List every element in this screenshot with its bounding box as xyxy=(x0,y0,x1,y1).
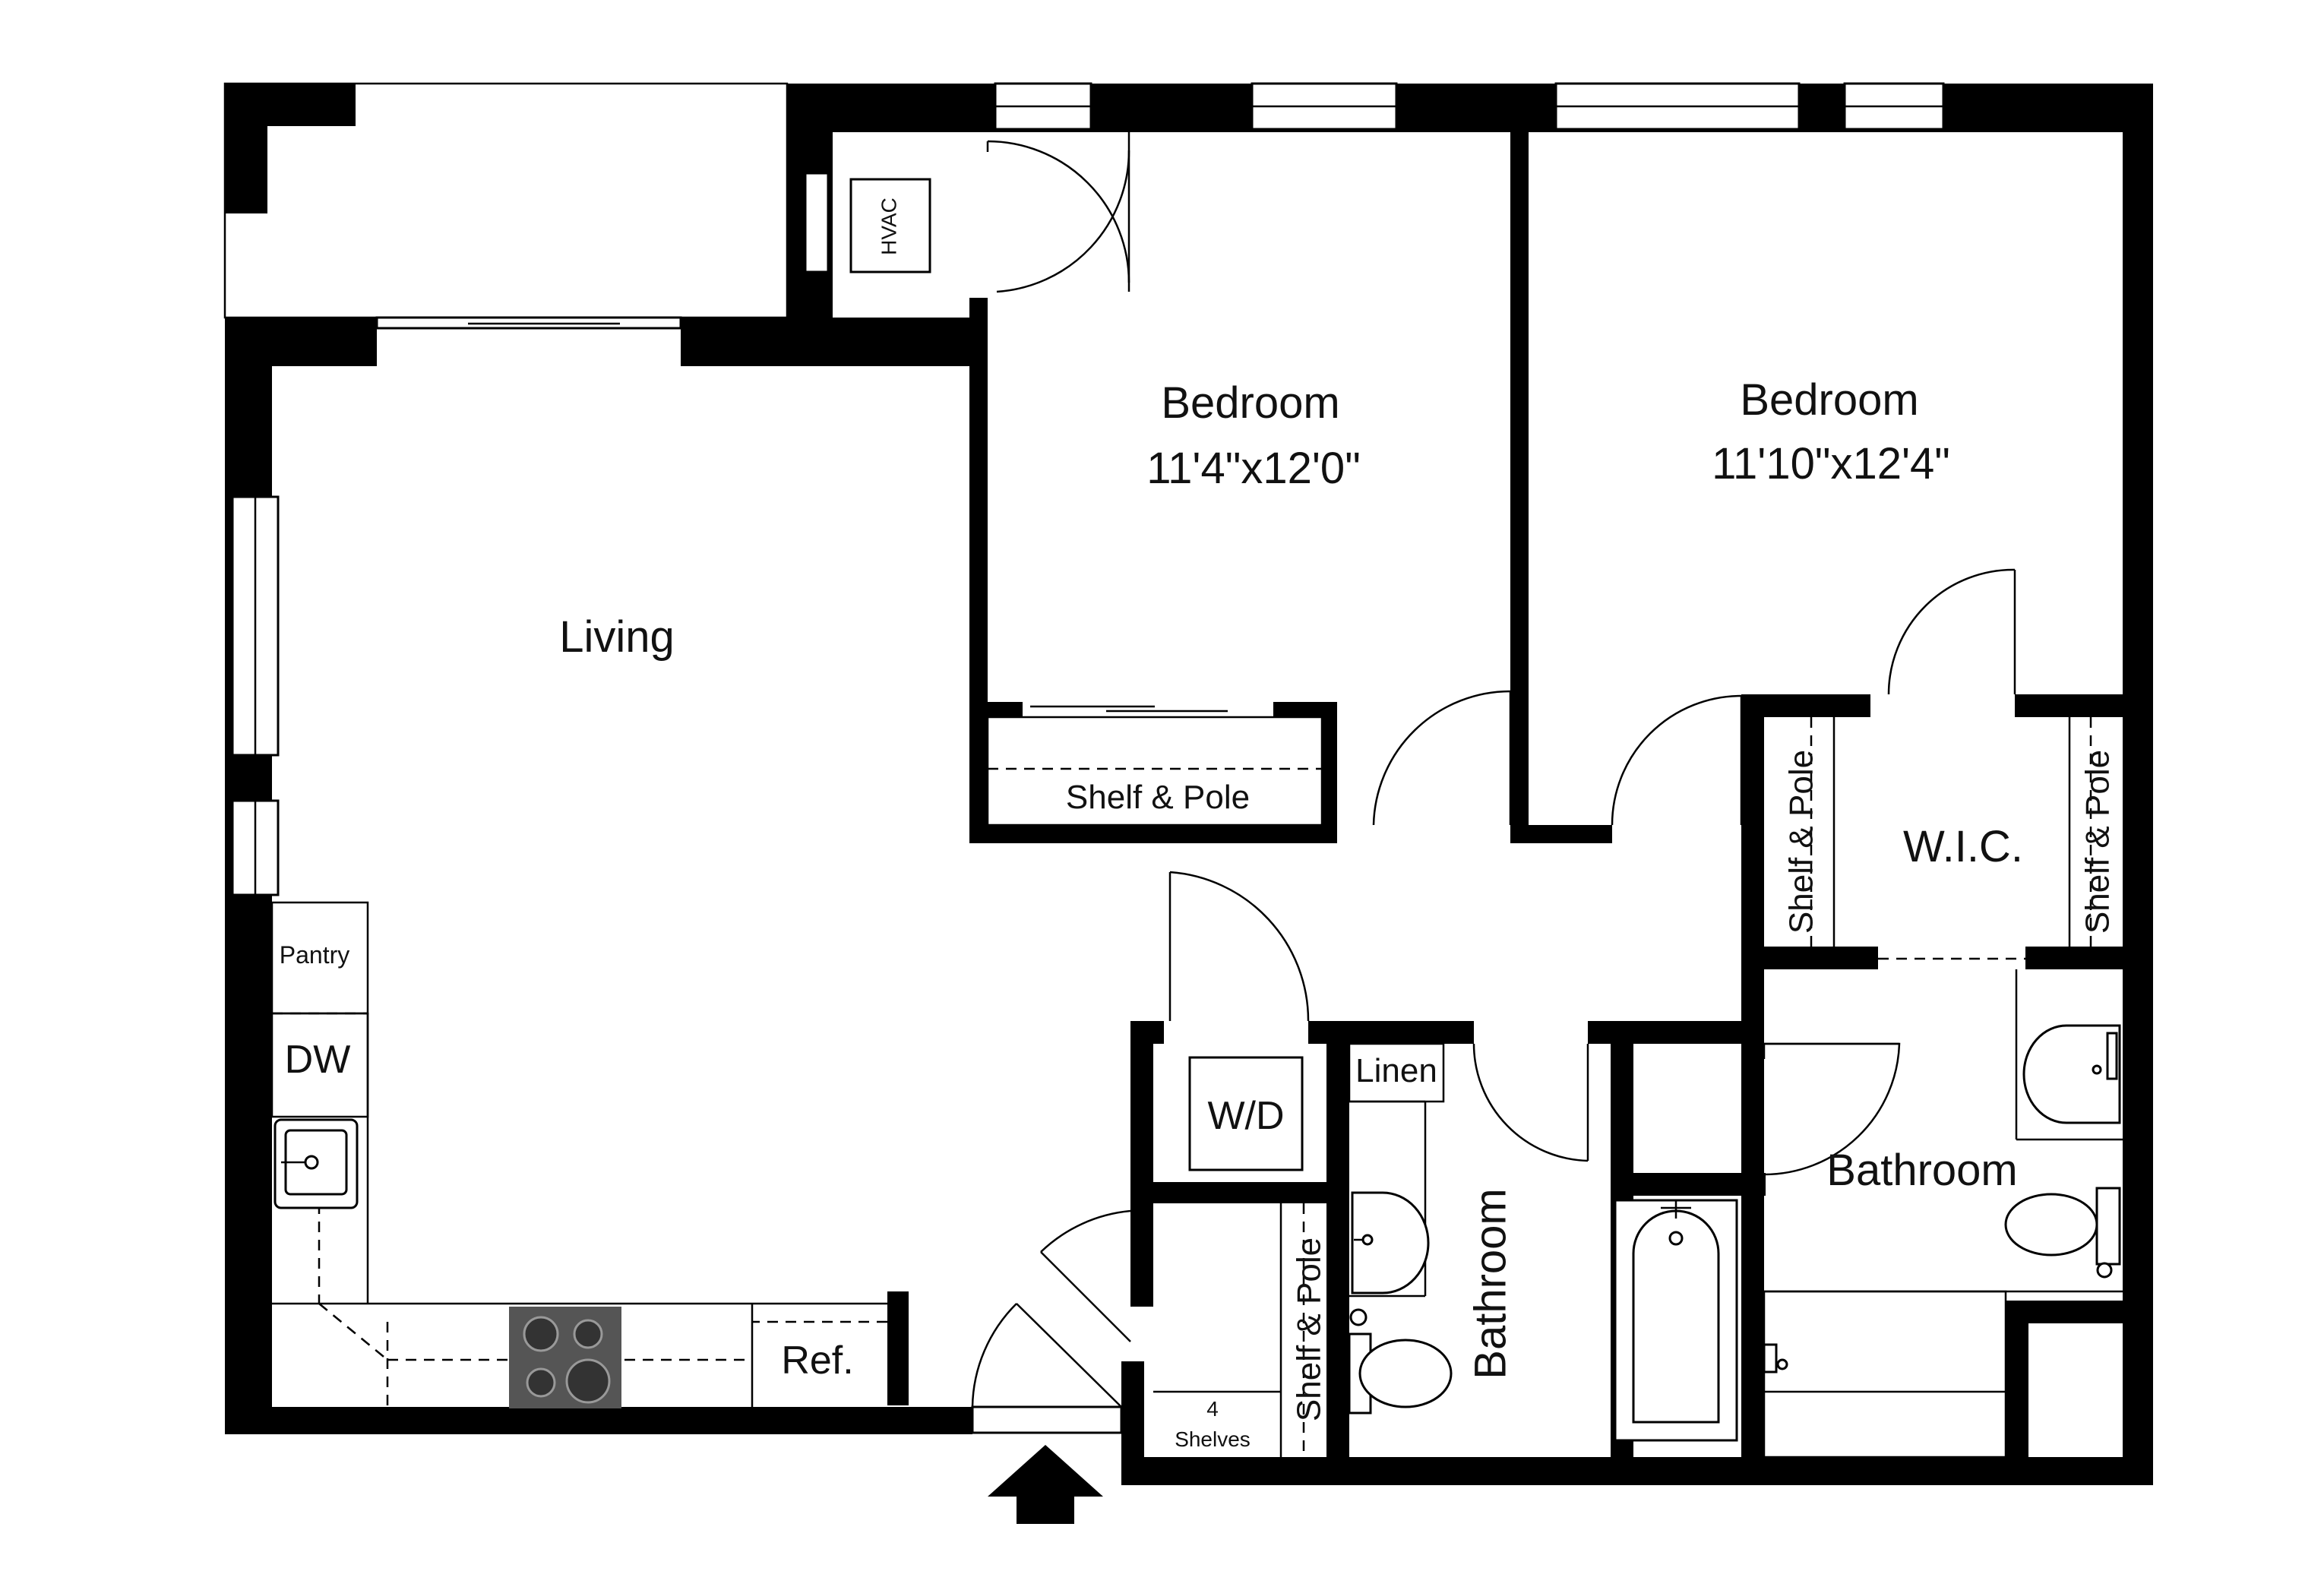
laundry-closet xyxy=(1130,871,1349,1457)
wic-label: W.I.C. xyxy=(1903,822,2023,871)
bathroom-1-sink-icon xyxy=(1351,1191,1430,1294)
bathroom-1-label: Bathroom xyxy=(1466,1188,1515,1379)
entry-shelves-label: Shelves xyxy=(1175,1427,1251,1451)
entry-arrow-icon xyxy=(988,1445,1103,1524)
pantry-label: Pantry xyxy=(280,941,349,969)
washer-dryer-label: W/D xyxy=(1207,1094,1284,1138)
bedroom-1-dimensions: 11'4"x12'0" xyxy=(1146,444,1361,493)
kitchen xyxy=(270,901,887,1407)
bedroom-2-dimensions: 11'10"x12'4" xyxy=(1712,439,1950,488)
linen-label: Linen xyxy=(1355,1052,1437,1089)
bathroom-2-toilet-icon xyxy=(2004,1187,2121,1279)
bedroom-1-label: Bedroom xyxy=(1161,378,1339,428)
dishwasher-label: DW xyxy=(285,1038,351,1082)
hall-closet xyxy=(1611,1021,1766,1457)
top-windows xyxy=(994,82,1945,131)
bathroom-2-label: Bathroom xyxy=(1826,1146,2017,1195)
patio-sliding-door xyxy=(375,316,682,330)
entry-door xyxy=(971,1209,1131,1434)
patio-area xyxy=(223,82,789,319)
refrigerator-label: Ref. xyxy=(781,1339,853,1383)
bedroom-2-walls xyxy=(1529,568,2123,843)
wic-shelf-left-label: Shelf & Pole xyxy=(1783,750,1820,934)
bedroom-2-label: Bedroom xyxy=(1740,375,1918,425)
shower-fixture-icon xyxy=(1763,1343,1788,1373)
cooktop-icon xyxy=(509,1307,621,1408)
living-label: Living xyxy=(559,612,675,662)
entry-closet xyxy=(1153,1203,1305,1457)
closet-1-label: Shelf & Pole xyxy=(1066,779,1250,816)
hvac-closet xyxy=(787,84,1130,366)
bathroom-2-sink-icon xyxy=(2022,1024,2121,1124)
bathtub-icon xyxy=(1614,1199,1738,1442)
bathroom-2 xyxy=(1741,969,2123,1459)
entry-closet-label: Shelf & Pole xyxy=(1291,1238,1328,1421)
wic-shelf-right-label: Shelf & Pole xyxy=(2079,750,2117,934)
bedroom-1-closet xyxy=(986,705,1323,827)
walk-in-closet xyxy=(1741,717,2123,1059)
hvac-label: HVAC xyxy=(877,198,900,255)
bathroom-1-toilet-icon xyxy=(1348,1308,1453,1415)
left-windows xyxy=(231,495,280,896)
entry-shelves-count: 4 xyxy=(1206,1397,1219,1421)
exterior-walls xyxy=(225,84,2153,1485)
kitchen-sink-icon xyxy=(274,1118,359,1209)
